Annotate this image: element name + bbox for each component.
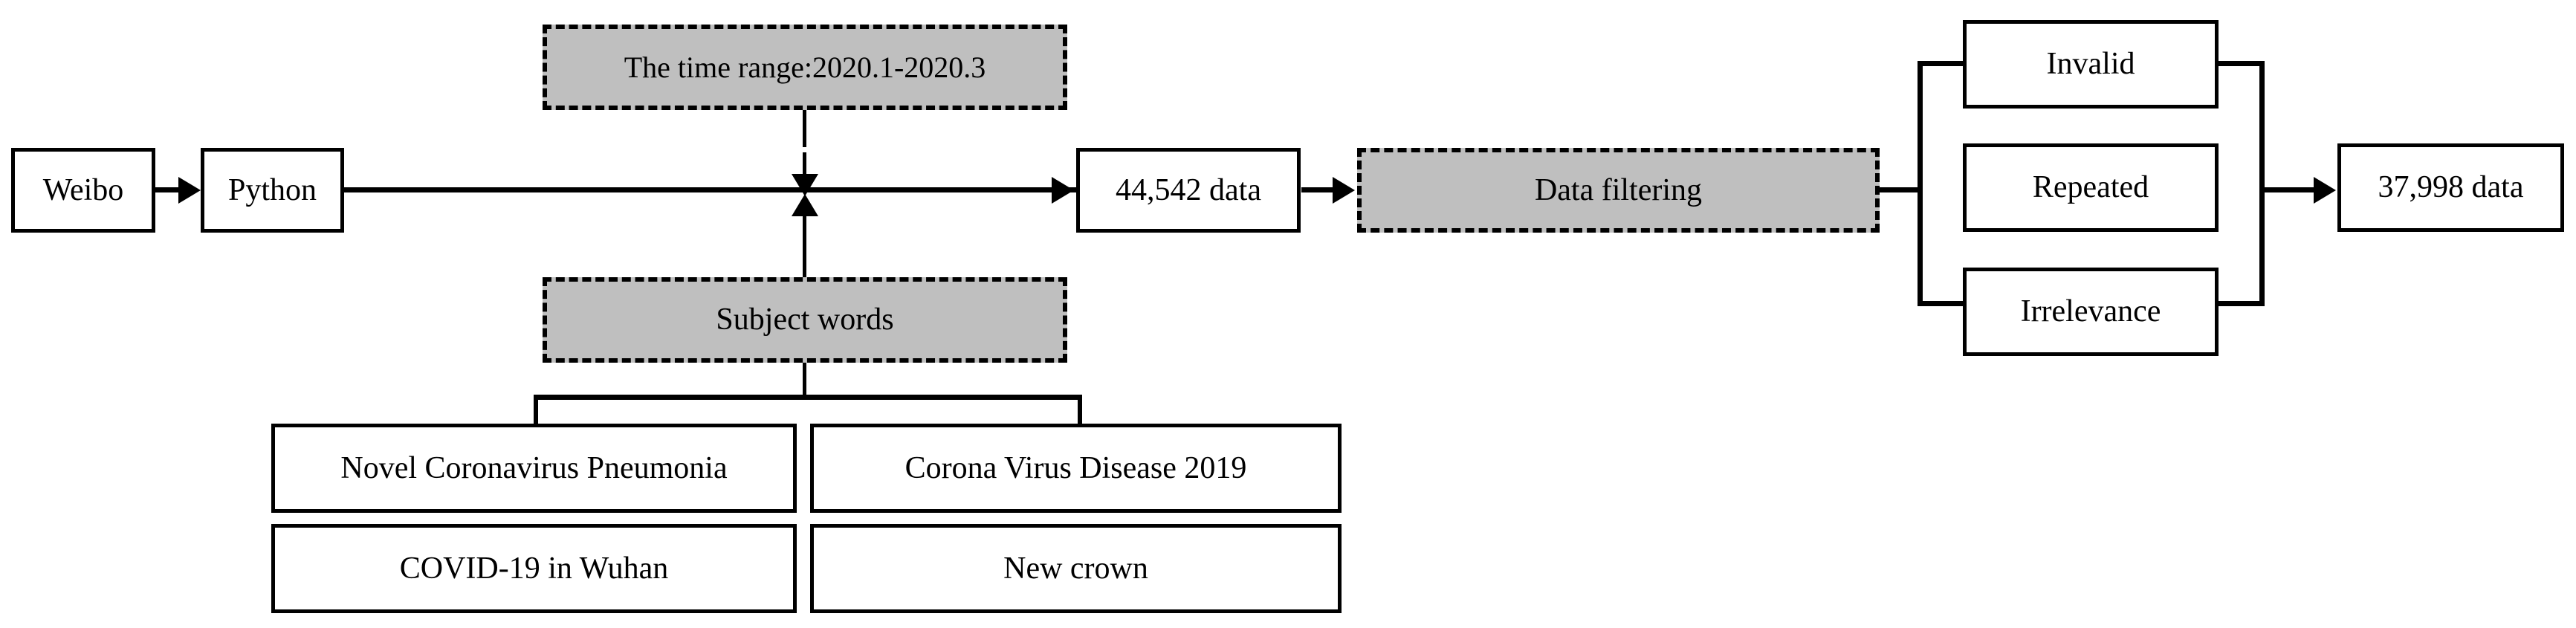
edge-time-range-down-2 [803, 152, 806, 181]
node-term-corona-virus-disease-2019-label: Corona Virus Disease 2019 [904, 450, 1247, 485]
edge-raw-count-to-filtering [1301, 187, 1335, 192]
node-term-covid-19-in-wuhan-label: COVID-19 in Wuhan [399, 551, 669, 586]
node-data-filtering[interactable]: Data filtering [1357, 148, 1880, 233]
edge-subject-words-up [803, 216, 806, 279]
edge-subject-words-down-stem [803, 363, 806, 397]
bracket-right-branch-invalid [2217, 61, 2265, 66]
node-time-range-label: The time range:2020.1-2020.3 [624, 50, 986, 84]
node-python-label: Python [227, 172, 317, 207]
arrowhead-subject-words-up [792, 194, 818, 216]
node-subject-words-label: Subject words [716, 302, 894, 337]
edge-python-to-raw-count [344, 187, 1076, 192]
node-term-novel-coronavirus-pneumonia-label: Novel Coronavirus Pneumonia [340, 450, 728, 485]
edge-filtering-to-bracket [1880, 187, 1923, 192]
node-python[interactable]: Python [201, 148, 344, 233]
node-raw-count[interactable]: 44,542 data [1076, 148, 1301, 233]
node-weibo-label: Weibo [42, 172, 124, 207]
bracket-subject-words-left-drop [534, 395, 538, 426]
node-term-corona-virus-disease-2019[interactable]: Corona Virus Disease 2019 [810, 424, 1342, 513]
arrowhead-raw-count-to-filtering [1333, 177, 1355, 204]
node-term-covid-19-in-wuhan[interactable]: COVID-19 in Wuhan [271, 524, 797, 613]
arrowhead-weibo-to-python [178, 177, 201, 204]
node-subject-words[interactable]: Subject words [543, 277, 1067, 363]
node-filter-invalid[interactable]: Invalid [1963, 20, 2219, 109]
node-time-range[interactable]: The time range:2020.1-2020.3 [543, 25, 1067, 110]
arrowhead-bracket-to-final-count [2314, 177, 2336, 204]
node-filter-irrelevance-label: Irrelevance [2020, 294, 2161, 329]
node-term-new-crown[interactable]: New crown [810, 524, 1342, 613]
node-weibo[interactable]: Weibo [11, 148, 155, 233]
edge-bracket-to-final-count [2264, 187, 2318, 192]
edge-time-range-down [803, 110, 806, 147]
node-raw-count-label: 44,542 data [1116, 172, 1261, 207]
bracket-right-branch-irrelevance [2217, 301, 2265, 306]
node-term-new-crown-label: New crown [1003, 551, 1148, 586]
arrowhead-time-range-down [792, 174, 818, 196]
bracket-left-branch-irrelevance [1918, 301, 1965, 306]
node-filter-repeated[interactable]: Repeated [1963, 143, 2219, 232]
bracket-right-spine [2259, 61, 2265, 306]
arrowhead-python-to-raw-count [1052, 177, 1074, 204]
node-final-count[interactable]: 37,998 data [2337, 143, 2564, 232]
bracket-subject-words-right-drop [1078, 395, 1082, 426]
node-filter-repeated-label: Repeated [2032, 170, 2149, 205]
bracket-left-branch-invalid [1918, 61, 1965, 66]
node-filter-irrelevance[interactable]: Irrelevance [1963, 268, 2219, 356]
node-filter-invalid-label: Invalid [2046, 47, 2135, 82]
node-final-count-label: 37,998 data [2378, 170, 2524, 205]
bracket-subject-words-horizontal [534, 395, 1082, 400]
node-term-novel-coronavirus-pneumonia[interactable]: Novel Coronavirus Pneumonia [271, 424, 797, 513]
bracket-left-spine [1918, 61, 1923, 306]
edge-weibo-to-python [155, 187, 182, 192]
node-data-filtering-label: Data filtering [1534, 172, 1703, 207]
